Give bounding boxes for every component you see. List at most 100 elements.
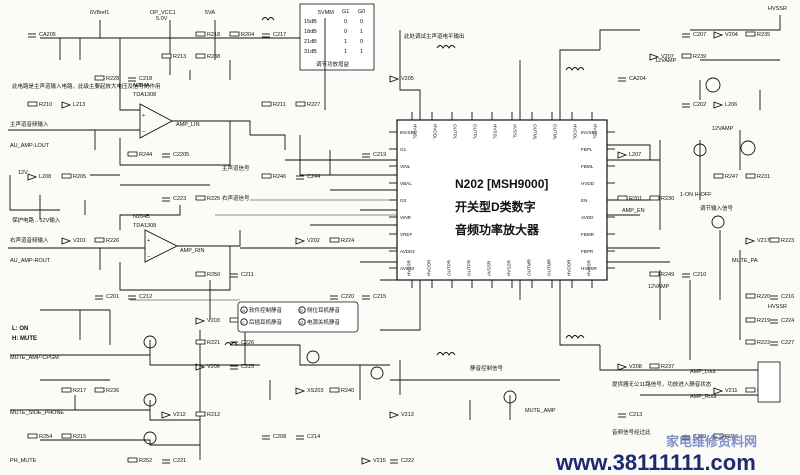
component-label: V201 — [73, 238, 86, 244]
label-ph-mute: PH_MUTE — [10, 458, 37, 464]
component-label: V217 — [757, 238, 770, 244]
component-label: V215 — [373, 458, 386, 464]
component-label: R212 — [207, 412, 220, 418]
label-mute-side: MUTE_SIDE_PHONE — [10, 410, 64, 416]
component-label: C227 — [781, 340, 794, 346]
gain-cell: 0 — [360, 19, 363, 25]
component-label: R244 — [139, 152, 152, 158]
label-mute-pa: MUTE_PA — [732, 258, 758, 264]
component-label: R252 — [139, 458, 152, 464]
chip-left-pin: VINR — [400, 215, 412, 220]
gain-cell: 0 — [360, 39, 363, 45]
chip-bottom-pin: HVDDR — [567, 259, 572, 276]
component-label: R230 — [661, 196, 674, 202]
component-label: C207 — [693, 32, 706, 38]
legend-text: 软件控制静音 — [249, 306, 283, 314]
component-label: V206 — [207, 364, 220, 370]
component-label: R228 — [106, 76, 119, 82]
component-label: C211 — [241, 272, 254, 278]
component-label: R219 — [757, 318, 770, 324]
chip-bottom-pin: OUTMR — [527, 258, 532, 276]
chip-top-pin: HVSSL — [493, 124, 498, 140]
chip-bottom-pin: OUTPR — [447, 259, 452, 276]
gain-cell: 1 — [360, 29, 363, 35]
component-label: R221 — [207, 340, 220, 346]
component-label: R250 — [207, 272, 220, 278]
component-label: V204 — [725, 32, 738, 38]
label-r-in: 右声道音频输入 — [10, 236, 49, 244]
svg-text:−: − — [142, 129, 145, 135]
note-3: 提供器无公11路信号，功放进入静音状态 — [612, 380, 712, 388]
opamp-bottom-part: TDA1308 — [133, 223, 156, 229]
rail-8: HVSSR — [768, 6, 787, 12]
gain-head-g0: G0 — [358, 9, 365, 15]
component-label: CA204 — [629, 76, 646, 82]
inductors — [224, 17, 585, 356]
label-amp-en: AMP_EN — [622, 208, 645, 214]
svg-text:−: − — [147, 254, 150, 260]
component-label: C213 — [629, 412, 642, 418]
note-6: 此处调试主声道电平输出 — [404, 32, 465, 40]
chip-bottom-pin: HVDDR — [427, 259, 432, 276]
component-label: R231 — [757, 174, 770, 180]
component-label: R239 — [693, 54, 706, 60]
chip-right-pin: AVDD — [581, 215, 594, 220]
chip-bottom-pin: HVSSR — [587, 259, 592, 276]
gain-cell: 1 — [344, 49, 347, 55]
component-label: R201 — [629, 196, 642, 202]
gain-cell: 1 — [344, 39, 347, 45]
chip-left-pin: G0 — [400, 198, 407, 203]
component-label: C215 — [373, 294, 386, 300]
component-label: C212 — [139, 294, 152, 300]
label-mute-cpgm: MUTE_AMP-CPGM — [10, 355, 59, 361]
chip-bottom-pin: AVSSR — [487, 260, 492, 276]
component-label: C218 — [139, 76, 152, 82]
chip-right-pin: INVSEL — [581, 130, 598, 135]
chip-top-pin: HVSSL — [413, 124, 418, 140]
rail-7: 12VAMP — [655, 58, 677, 64]
gain-cell: 0 — [344, 19, 347, 25]
component-label: R238 — [207, 54, 220, 60]
note-11: 主声道信号 — [222, 164, 250, 172]
note-2: 保护电路→12V输入 — [12, 216, 61, 224]
component-label: R254 — [39, 434, 52, 440]
component-label: C222 — [401, 458, 414, 464]
gain-cell: 18dB — [304, 29, 317, 35]
legend-mark: c — [242, 320, 245, 325]
component-label: R235 — [757, 32, 770, 38]
watermark-logo: 家电维修资料网 — [666, 434, 757, 449]
note-7: L: ON — [12, 326, 28, 332]
chip-right-pin: HVDD — [581, 181, 595, 186]
label-amp-lout: AMP_Lout — [690, 369, 716, 375]
gain-cell: 0 — [344, 29, 347, 35]
connector-xs203 — [757, 361, 781, 403]
component-label: R213 — [173, 54, 186, 60]
chip-right-pin: EN — [581, 198, 587, 203]
legend-text: 侧位耳机静音 — [307, 306, 341, 314]
component-label: C224 — [781, 318, 794, 324]
chip-bottom-pin: OUTPR — [467, 259, 472, 276]
component-label: C221 — [173, 458, 186, 464]
label-amp-rout: AMP_Rout — [690, 394, 717, 400]
note-13: 12VAMP — [712, 126, 734, 132]
component-label: C217 — [273, 32, 286, 38]
chip-left-pin: G1 — [400, 147, 407, 152]
component-label: R225 — [207, 196, 220, 202]
component-label: C220 — [341, 294, 354, 300]
note-8: H: MUTE — [12, 336, 37, 342]
component-label: V205 — [401, 76, 414, 82]
component-label: R215 — [73, 434, 86, 440]
chip-top-pin: AVSSL — [513, 124, 518, 139]
component-label: C201 — [106, 294, 119, 300]
chip-top-pin: HVDDL — [573, 124, 578, 140]
label-l-in: 主声道音频输入 — [10, 120, 49, 128]
gain-cell: 15dB — [304, 19, 317, 25]
chip-top-pin: HVDDL — [433, 124, 438, 140]
note-12: 右声道信号 — [222, 194, 250, 202]
chip-right-pin: FBPL — [581, 147, 593, 152]
note-1: 此电路是主声道输入电路，此级主要起放大电压及信号的作用 — [12, 82, 161, 90]
